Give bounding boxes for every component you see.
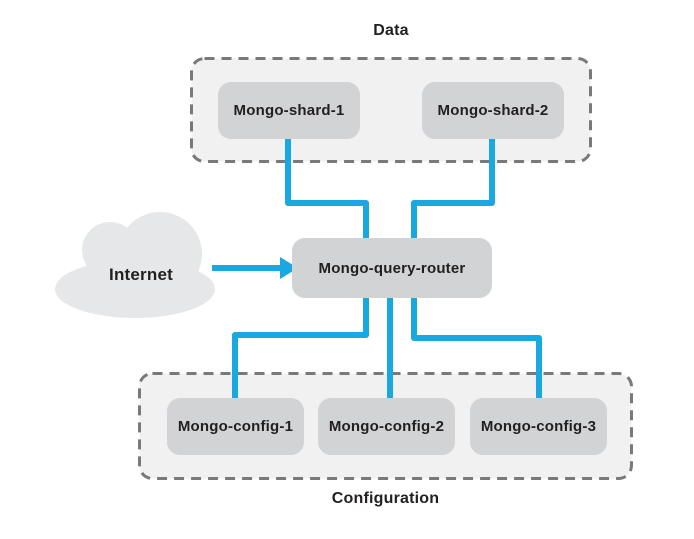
node-mongo-query-router: Mongo-query-router [292, 238, 492, 298]
arrowhead-icon [280, 257, 298, 279]
edge-shard1-router [285, 134, 369, 242]
edge-shard2-router [411, 134, 495, 242]
group-label-configuration: Configuration [331, 490, 440, 507]
edge-router-config1 [232, 294, 369, 402]
node-mongo-shard-2: Mongo-shard-2 [422, 82, 564, 139]
node-mongo-config-2: Mongo-config-2 [318, 398, 455, 455]
node-mongo-config-1: Mongo-config-1 [167, 398, 304, 455]
cloud-icon [55, 212, 215, 318]
edge-router-config3 [411, 294, 542, 402]
group-label-data: Data [373, 22, 409, 39]
node-mongo-shard-1: Mongo-shard-1 [218, 82, 360, 139]
internet-label: Internet [109, 265, 173, 284]
node-mongo-config-3: Mongo-config-3 [470, 398, 607, 455]
